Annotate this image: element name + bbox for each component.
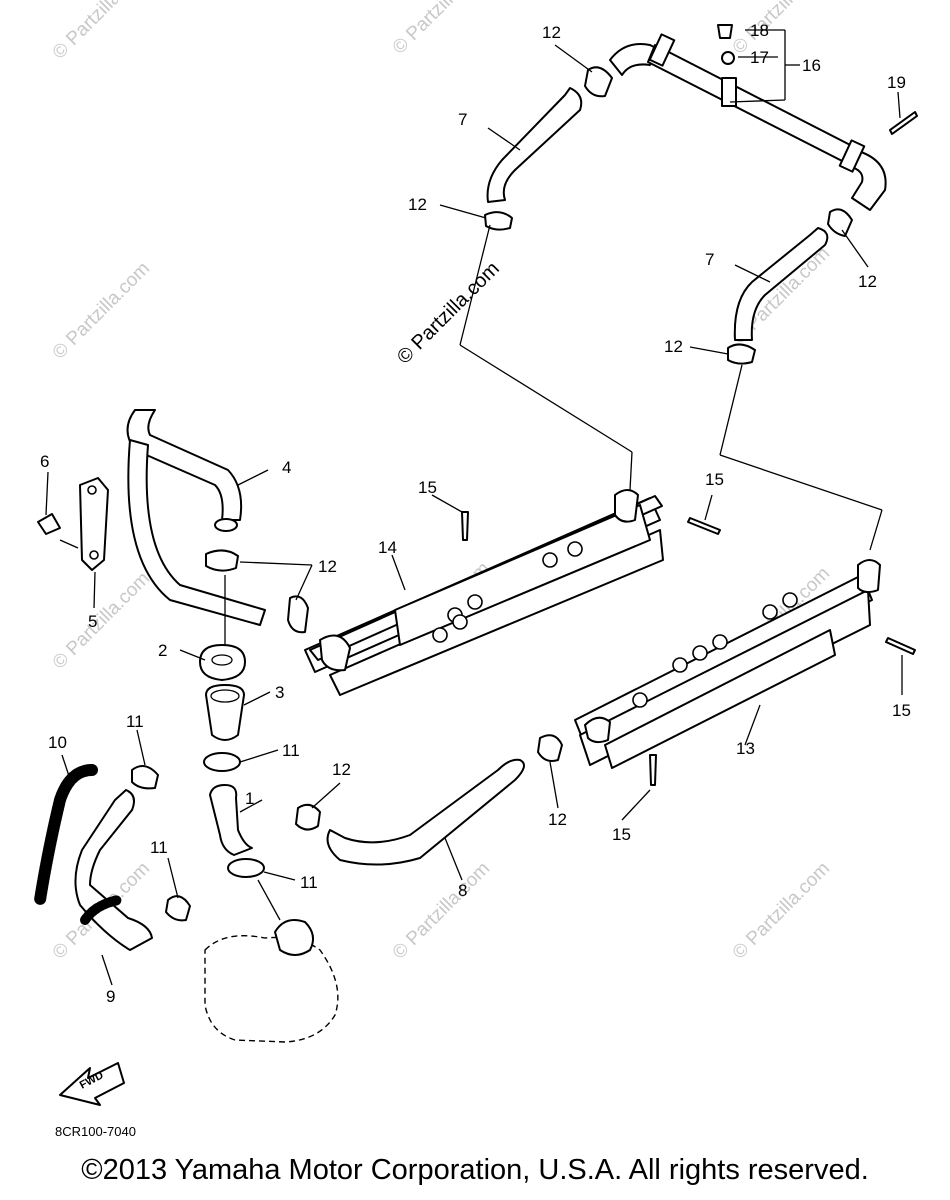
- filler-neck-3: [205, 684, 245, 741]
- watermark-tile: © Partzilla.com: [389, 858, 494, 963]
- callout-10: 10: [48, 733, 67, 752]
- cross-pipe: [609, 24, 887, 211]
- hose-4-lower: [127, 439, 266, 626]
- callout-11: 11: [282, 741, 300, 760]
- fwd-arrow: FWD: [59, 1062, 125, 1106]
- bracket-5: [79, 477, 109, 571]
- callout-labels: 1 2 3 4 5 6 7 7 8 9 10 11 11 11 11 12 12…: [40, 21, 911, 1006]
- cap-2: [199, 644, 246, 681]
- callout-18: 18: [750, 21, 769, 40]
- hose-10: [34, 764, 98, 906]
- callout-13: 13: [736, 739, 755, 758]
- callout-12: 12: [548, 810, 567, 829]
- callout-19: 19: [887, 73, 906, 92]
- callout-17: 17: [750, 48, 769, 67]
- callout-7: 7: [458, 110, 467, 129]
- bolt-6: [37, 513, 61, 535]
- pump-outline: [204, 935, 339, 1043]
- watermark-tile: © Partzilla.com: [49, 568, 154, 673]
- callout-14: 14: [378, 538, 397, 557]
- callout-6: 6: [40, 452, 49, 471]
- callout-16: 16: [802, 56, 821, 75]
- callout-12: 12: [542, 23, 561, 42]
- watermark-tile: © Partzilla.com: [49, 258, 154, 363]
- watermark-tile: © Partzilla.com: [49, 0, 154, 64]
- callout-11: 11: [126, 712, 144, 731]
- callout-9: 9: [106, 987, 115, 1006]
- callout-2: 2: [158, 641, 167, 660]
- callout-15: 15: [418, 478, 437, 497]
- clamp-12-group: [205, 66, 853, 831]
- hose-1: [209, 784, 253, 856]
- watermark-tile: © Partzilla.com: [389, 0, 494, 59]
- callout-12: 12: [318, 557, 337, 576]
- leader-lines: [45, 29, 903, 986]
- hose-7-left: [486, 87, 583, 203]
- hose-8: [326, 758, 525, 866]
- callout-12: 12: [408, 195, 427, 214]
- callout-8: 8: [458, 881, 467, 900]
- callout-11: 11: [150, 838, 168, 857]
- callout-12: 12: [664, 337, 683, 356]
- clamp-11-group: [131, 752, 265, 922]
- callout-3: 3: [275, 683, 284, 702]
- diagram-code: 8CR100-7040: [55, 1124, 136, 1139]
- radiator-13: [574, 559, 881, 769]
- watermark-tile: © Partzilla.com: [729, 0, 834, 59]
- radiator-14: [304, 489, 664, 696]
- callout-15: 15: [612, 825, 631, 844]
- watermark-tile: © Partzilla.com: [729, 858, 834, 963]
- rivet-group: [461, 111, 918, 786]
- callout-11: 11: [300, 873, 318, 892]
- partzilla-watermark: © Partzilla.com: [393, 258, 504, 369]
- callout-1: 1: [245, 789, 254, 808]
- callout-7: 7: [705, 250, 714, 269]
- callout-15: 15: [705, 470, 724, 489]
- callout-12: 12: [858, 272, 877, 291]
- callout-5: 5: [88, 612, 97, 631]
- callout-4: 4: [282, 458, 291, 477]
- hose-7-right: [733, 227, 829, 341]
- copyright-text: ©2013 Yamaha Motor Corporation, U.S.A. A…: [81, 1154, 869, 1186]
- callout-12: 12: [332, 760, 351, 779]
- callout-15: 15: [892, 701, 911, 720]
- connection-lines: [59, 224, 883, 921]
